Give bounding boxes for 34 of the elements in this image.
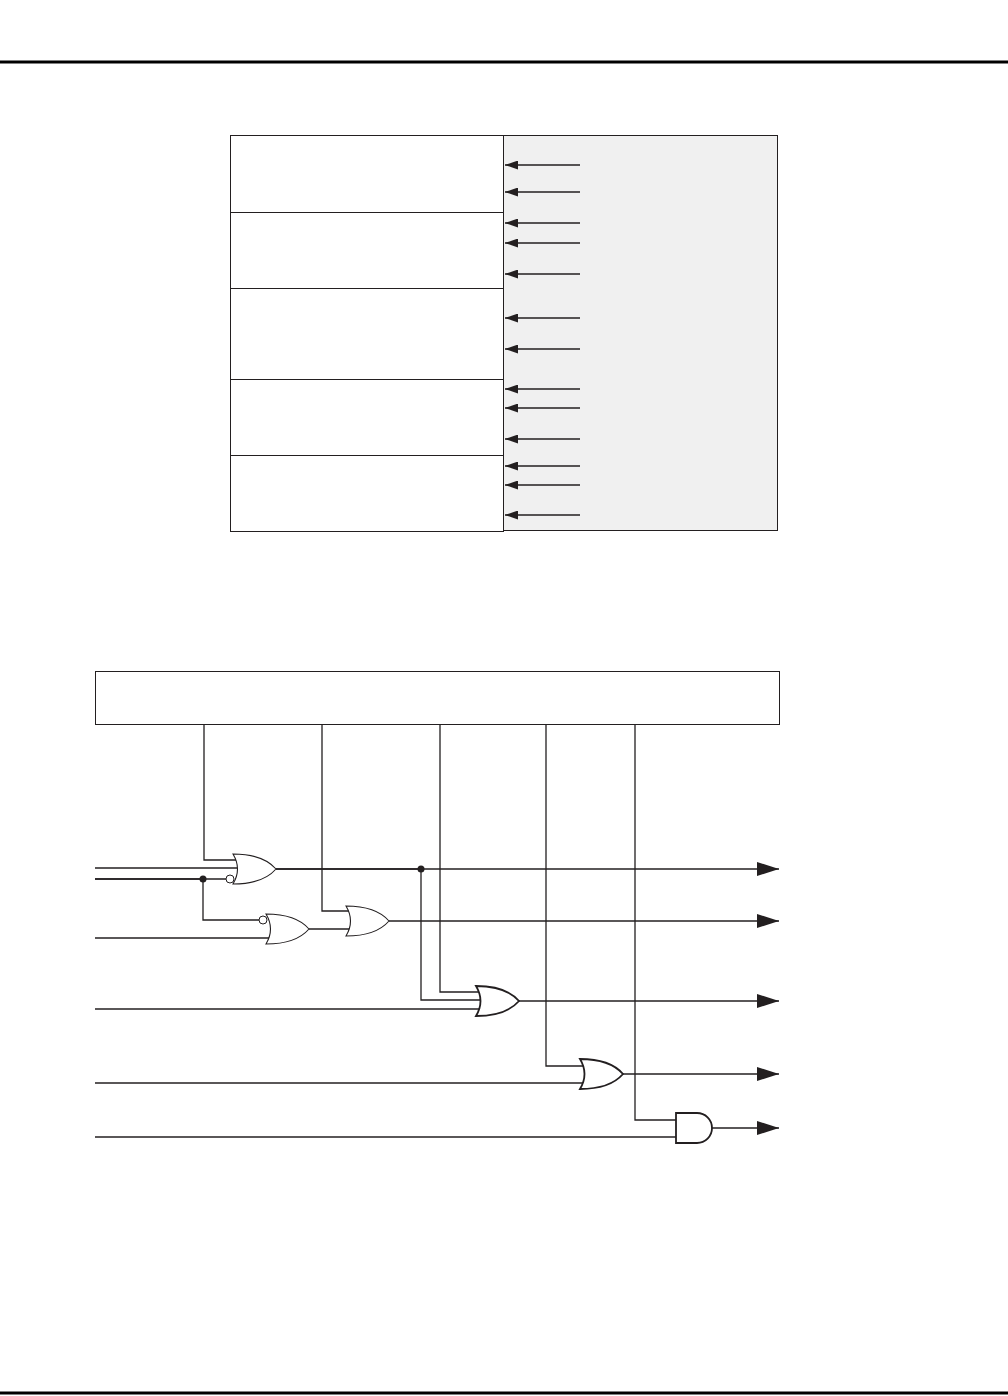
memory-block: [230, 455, 504, 532]
signal-line: [94, 878, 260, 921]
signal-line: [634, 724, 677, 1121]
arrow: [504, 344, 581, 354]
arrow: [504, 510, 581, 520]
arrow: [504, 403, 581, 413]
arrow: [518, 994, 780, 1008]
signal-line: [275, 868, 481, 1001]
or-gate-symbol: [579, 1058, 624, 1090]
signal-line: [94, 1008, 481, 1010]
signal-line: [94, 867, 238, 869]
or-gate-symbol: [225, 853, 277, 885]
arrow: [504, 218, 581, 228]
memory-block: [230, 135, 504, 213]
signal-line: [94, 1136, 677, 1138]
arrow: [504, 269, 581, 279]
arrow: [504, 187, 581, 197]
arrow: [504, 461, 581, 471]
arrow: [711, 1121, 780, 1135]
arrow: [504, 434, 581, 444]
register-block: [95, 671, 780, 725]
arrow: [504, 384, 581, 394]
arrow: [504, 238, 581, 248]
arrow: [504, 160, 581, 170]
and-gate-symbol: [675, 1112, 713, 1144]
or-gate-symbol: [258, 913, 310, 945]
shaded-panel: [503, 135, 778, 531]
arrow: [504, 313, 581, 323]
signal-line: [308, 928, 351, 930]
or-gate-symbol: [475, 985, 520, 1017]
arrow: [388, 914, 780, 928]
arrow: [622, 1067, 780, 1081]
or-gate-symbol: [345, 905, 390, 937]
arrow: [504, 480, 581, 490]
